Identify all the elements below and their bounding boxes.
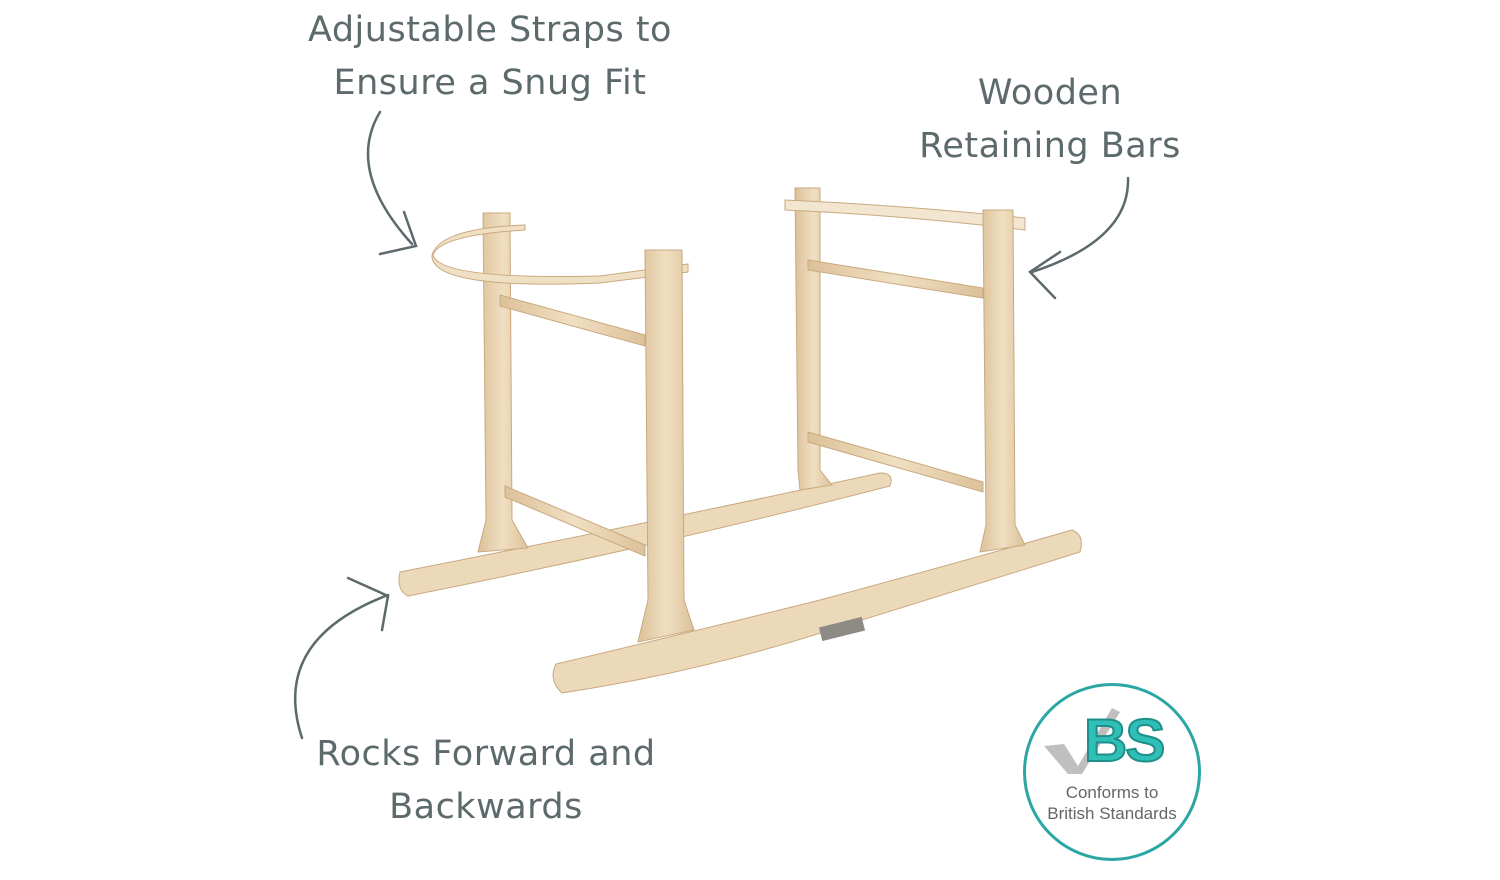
rocks-line-2: Backwards	[389, 787, 583, 827]
bars-arrow-icon	[1028, 176, 1130, 300]
badge-line-2: British Standards	[1047, 804, 1177, 823]
back-right-post	[794, 187, 833, 491]
bs-logo: BS	[1083, 706, 1166, 775]
rocks-line-1: Rocks Forward and	[316, 734, 656, 774]
back-left-post	[477, 212, 529, 553]
straps-arrow-icon	[366, 110, 418, 256]
straps-callout: Adjustable Straps to Ensure a Snug Fit	[300, 4, 680, 110]
back-rocker	[398, 472, 892, 597]
right-top-bar	[784, 199, 1026, 231]
callout-arrows	[293, 110, 1130, 740]
bars-line-1: Wooden	[977, 73, 1123, 113]
rocks-arrow-icon	[293, 576, 390, 740]
badge-line-1: Conforms to	[1065, 783, 1159, 802]
left-lower-bar	[504, 485, 646, 557]
rocks-callout: Rocks Forward and Backwards	[296, 728, 676, 834]
straps-hoop	[431, 224, 689, 285]
straps-line-2: Ensure a Snug Fit	[333, 63, 647, 103]
badge-text: Conforms to British Standards	[1026, 782, 1198, 824]
left-upper-bar	[499, 294, 646, 347]
checkmark-icon	[1044, 708, 1120, 774]
front-left-post	[637, 249, 695, 643]
straps-line-1: Adjustable Straps to	[308, 10, 672, 50]
bars-line-2: Retaining Bars	[919, 126, 1181, 166]
front-rocker	[552, 529, 1082, 694]
british-standards-badge: BS Conforms to British Standards	[1023, 683, 1201, 861]
brand-label	[818, 616, 866, 642]
bars-callout: Wooden Retaining Bars	[900, 67, 1200, 173]
front-right-post	[979, 209, 1026, 553]
right-upper-bar	[807, 259, 984, 299]
right-lower-bar	[807, 431, 984, 493]
